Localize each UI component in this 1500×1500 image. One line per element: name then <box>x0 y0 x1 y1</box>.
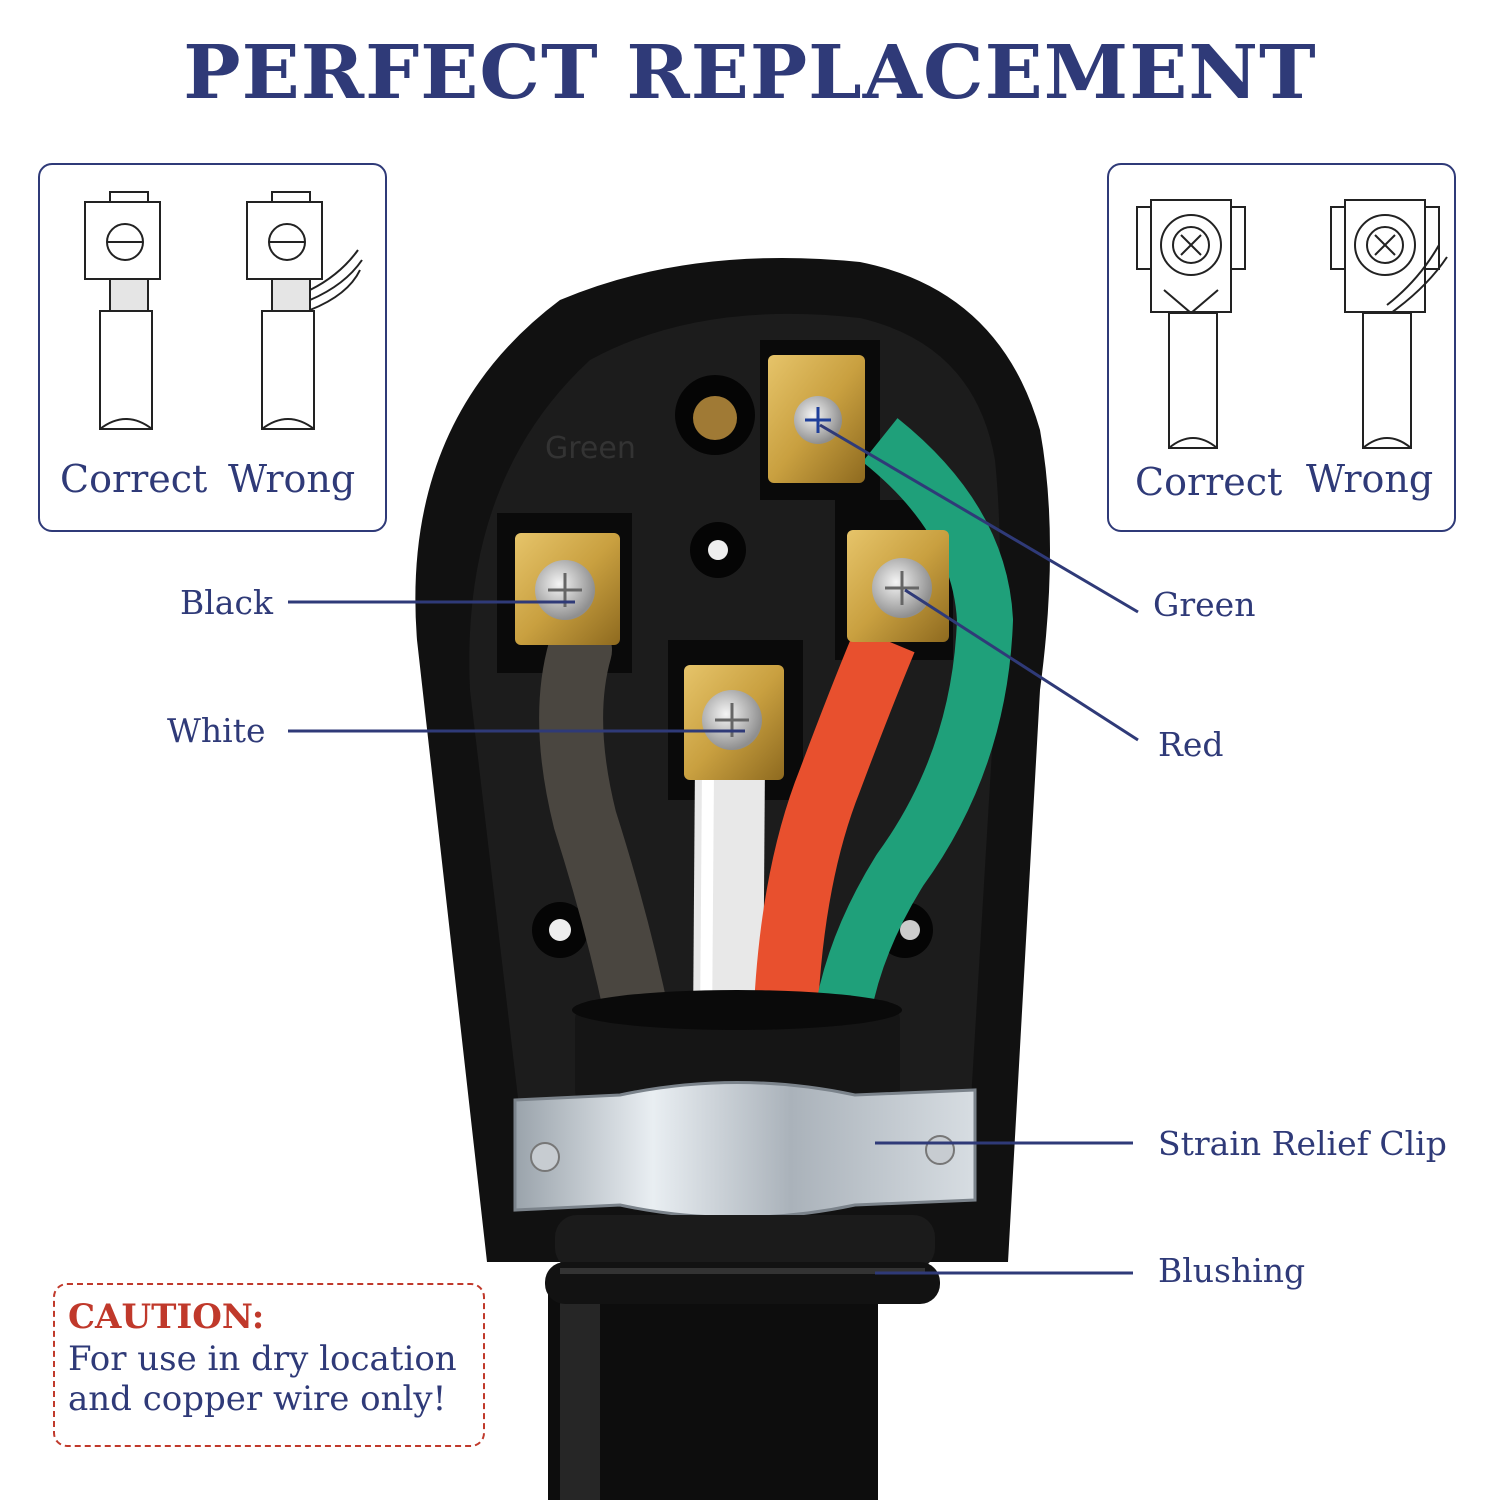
correct-terminal-diagram <box>1136 199 1246 449</box>
terminal-black <box>515 533 620 645</box>
caution-line-1: For use in dry location <box>68 1339 457 1379</box>
wire-green <box>812 418 1014 1034</box>
correct-label: Correct <box>1135 460 1283 504</box>
caution-text: For use in dry location and copper wire … <box>68 1339 478 1419</box>
callout-strain-relief-clip: Strain Relief Clip <box>1158 1124 1447 1163</box>
wire-black <box>539 618 672 1062</box>
terminal-diagrams <box>84 191 363 430</box>
callout-red: Red <box>1158 725 1224 764</box>
caution-box: CAUTION: For use in dry location and cop… <box>53 1283 485 1447</box>
caution-line-2: and copper wire only! <box>68 1379 447 1419</box>
wiring-tip-panel-right: Correct Wrong <box>1107 163 1456 532</box>
correct-label: Correct <box>60 457 208 501</box>
power-cord <box>548 1290 878 1500</box>
correct-terminal-diagram <box>84 191 161 430</box>
wrong-label: Wrong <box>1306 457 1434 501</box>
wire-red <box>753 627 915 1032</box>
callout-bushing: Blushing <box>1158 1251 1306 1290</box>
callout-black: Black <box>180 583 273 622</box>
callout-white: White <box>167 711 266 750</box>
caution-heading: CAUTION: <box>68 1297 265 1337</box>
page-title: PERFECT REPLACEMENT <box>183 30 1317 116</box>
wrong-terminal-diagram <box>246 191 363 430</box>
wrong-terminal-diagram <box>1330 199 1448 449</box>
wrong-label: Wrong <box>228 457 356 501</box>
wiring-tip-panel-left: Correct Wrong <box>38 163 387 532</box>
callout-green: Green <box>1153 585 1256 624</box>
wire-white <box>693 759 765 1031</box>
strain-relief-clip <box>513 1081 977 1219</box>
terminal-white <box>684 665 784 780</box>
molded-text: Green <box>545 431 636 466</box>
terminal-diagrams <box>1136 199 1448 449</box>
terminal-red <box>847 530 949 642</box>
cord-bushing <box>575 1000 900 1110</box>
terminal-green <box>768 355 865 483</box>
